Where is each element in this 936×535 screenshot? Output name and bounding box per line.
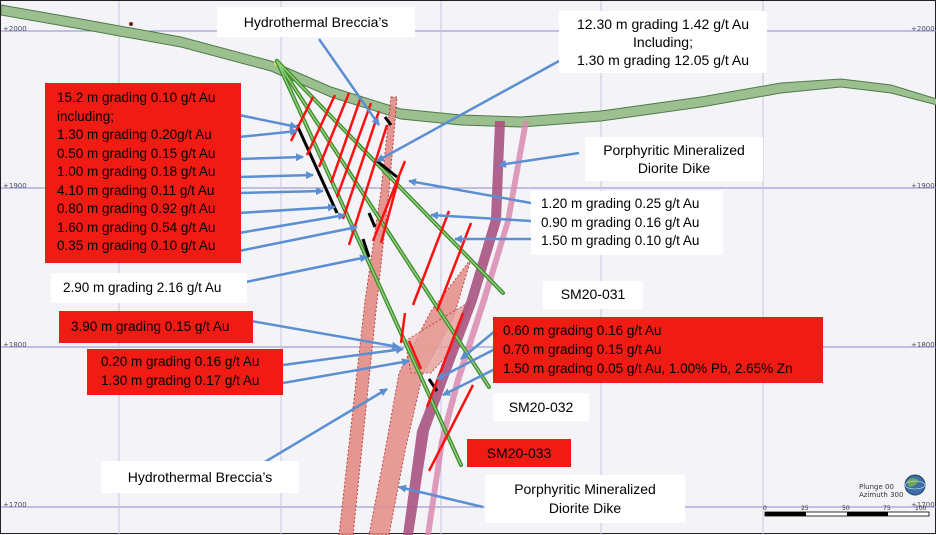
intercept-box-lower-left: 0.20 m grading 0.16 g/t Au 1.30 m gradin… [87, 349, 283, 395]
intercept-box-left-white: 2.90 m grading 2.16 g/t Au [51, 273, 247, 303]
intercept-box-left-main: 15.2 m grading 0.10 g/t Au including; 1.… [45, 83, 241, 263]
elevation-label-2000-right: +2000 [911, 25, 935, 33]
label-sm20-033: SM20-033 [467, 439, 571, 467]
scale-tick-50: 50 [842, 505, 850, 512]
intercept-box-left-red: 3.90 m grading 0.15 g/t Au [59, 311, 253, 343]
label-diorite-dike-top: Porphyritic Mineralized Diorite Dike [585, 137, 763, 181]
view-orientation: Plunge 00 Azimuth 300 [859, 483, 904, 499]
scale-tick-100: 100 [915, 505, 927, 512]
elevation-label-1900-left: +1900 [3, 182, 27, 190]
scale-tick-75: 75 [883, 505, 891, 512]
elevation-label-1700-right: +1700 [911, 501, 935, 509]
label-diorite-dike-bottom: Porphyritic Mineralized Diorite Dike [485, 475, 685, 523]
label-hydrothermal-breccia-top: Hydrothermal Breccia’s [217, 7, 415, 37]
elevation-label-1800-left: +1800 [3, 341, 27, 349]
intercept-box-lower-right: 0.60 m grading 0.16 g/t Au 0.70 m gradin… [493, 317, 823, 383]
breccia-bodies [338, 96, 473, 535]
label-sm20-032: SM20-032 [493, 393, 589, 421]
orientation-globe-icon [904, 474, 926, 496]
label-sm20-031: SM20-031 [543, 281, 643, 309]
elevation-label-1800-right: +1800 [911, 341, 935, 349]
elevation-label-1700-left: +1700 [3, 501, 27, 509]
elevation-label-1900-right: +1900 [911, 182, 935, 190]
intercept-box-top-right: 12.30 m grading 1.42 g/t Au Including; 1… [559, 11, 767, 73]
elevation-label-2000-left: +2000 [3, 25, 27, 33]
mineralized-intervals [295, 116, 439, 392]
scale-tick-0: 0 [763, 505, 767, 512]
sample-ticks [289, 92, 475, 472]
intercept-box-mid-right: 1.20 m grading 0.25 g/t Au 0.90 m gradin… [531, 191, 723, 255]
label-hydrothermal-breccia-bottom: Hydrothermal Breccia’s [101, 461, 299, 493]
leader-arrows [238, 38, 580, 509]
scale-tick-25: 25 [801, 505, 809, 512]
diorite-dikes [403, 121, 529, 535]
scale-bar [764, 511, 930, 517]
